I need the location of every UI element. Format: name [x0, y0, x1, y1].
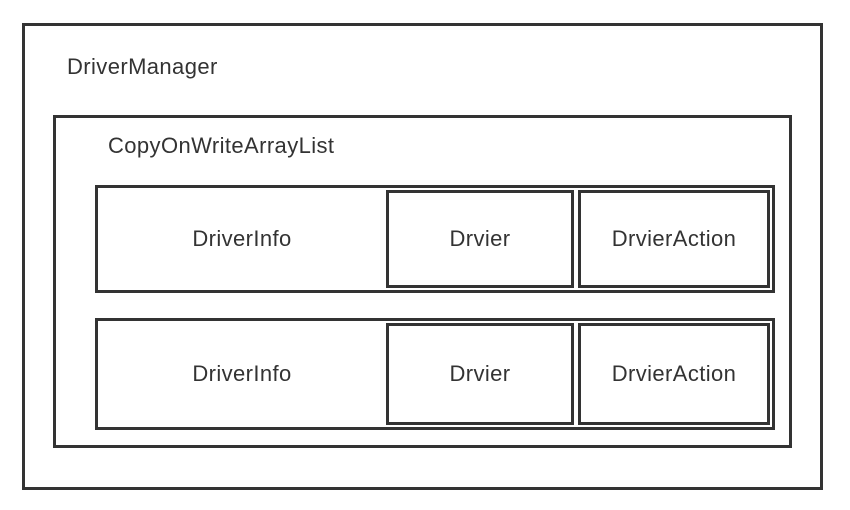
- copy-on-write-array-list-box: CopyOnWriteArrayList DriverInfo Drvier D…: [53, 115, 792, 448]
- driver-entry-row-2: DriverInfo Drvier DrvierAction: [95, 318, 775, 430]
- driver-manager-label: DriverManager: [67, 54, 218, 79]
- driver-manager-box: DriverManager CopyOnWriteArrayList Drive…: [22, 23, 823, 490]
- driver-info-label: DriverInfo: [192, 226, 292, 251]
- driver-action-box: DrvierAction: [578, 190, 770, 288]
- copy-on-write-array-list-label: CopyOnWriteArrayList: [108, 133, 335, 158]
- driver-box: Drvier: [386, 190, 574, 288]
- driver-action-box: DrvierAction: [578, 323, 770, 425]
- driver-info-label: DriverInfo: [192, 361, 292, 386]
- driver-box: Drvier: [386, 323, 574, 425]
- driver-entry-row-1: DriverInfo Drvier DrvierAction: [95, 185, 775, 293]
